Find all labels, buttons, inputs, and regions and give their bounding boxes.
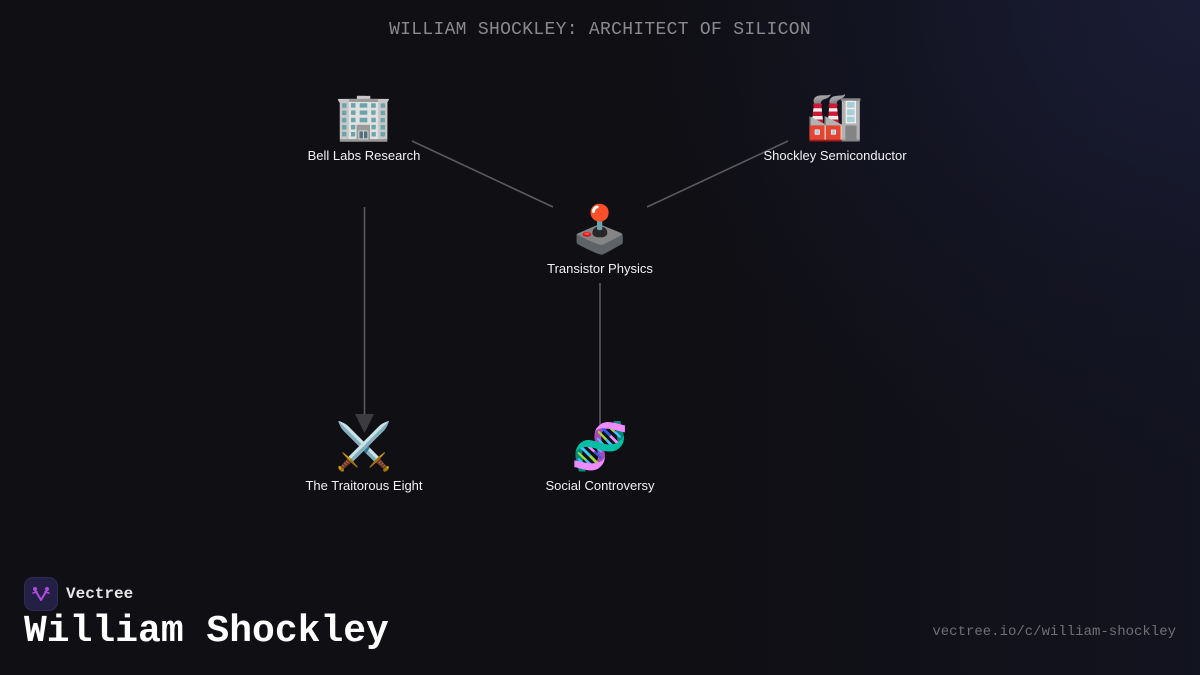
edge-shockley-semi-to-transistor (646, 140, 789, 208)
node-the-traitorous-eight[interactable]: ⚔️ The Traitorous Eight (264, 418, 464, 493)
node-label: Bell Labs Research (307, 148, 421, 163)
dna-icon: 🧬 (571, 419, 629, 473)
office-building-icon: 🏢 (335, 89, 393, 143)
arrowhead-icon (355, 414, 374, 433)
brand: Vectree (24, 577, 133, 611)
node-shockley-semiconductor[interactable]: 🏭 Shockley Semiconductor (735, 88, 935, 163)
edge-bell-labs-to-transistor (411, 140, 554, 208)
factory-icon: 🏭 (806, 89, 864, 143)
person-name: William Shockley (24, 610, 389, 653)
node-bell-labs-research[interactable]: 🏢 Bell Labs Research (264, 88, 464, 163)
node-label: The Traitorous Eight (305, 478, 423, 493)
node-social-controversy[interactable]: 🧬 Social Controversy (500, 418, 700, 493)
node-label: Transistor Physics (547, 261, 653, 276)
joystick-icon: 🕹️ (571, 202, 629, 256)
diagram-title: WILLIAM SHOCKLEY: ARCHITECT OF SILICON (389, 20, 811, 40)
node-transistor-physics[interactable]: 🕹️ Transistor Physics (500, 201, 700, 276)
node-label: Social Controversy (545, 478, 655, 493)
crossed-swords-icon: ⚔️ (335, 419, 393, 473)
brand-name: Vectree (66, 585, 134, 603)
node-label: Shockley Semiconductor (763, 148, 907, 163)
vectree-logo-icon (24, 577, 58, 611)
page-url-link[interactable]: vectree.io/c/william-shockley (932, 624, 1176, 640)
